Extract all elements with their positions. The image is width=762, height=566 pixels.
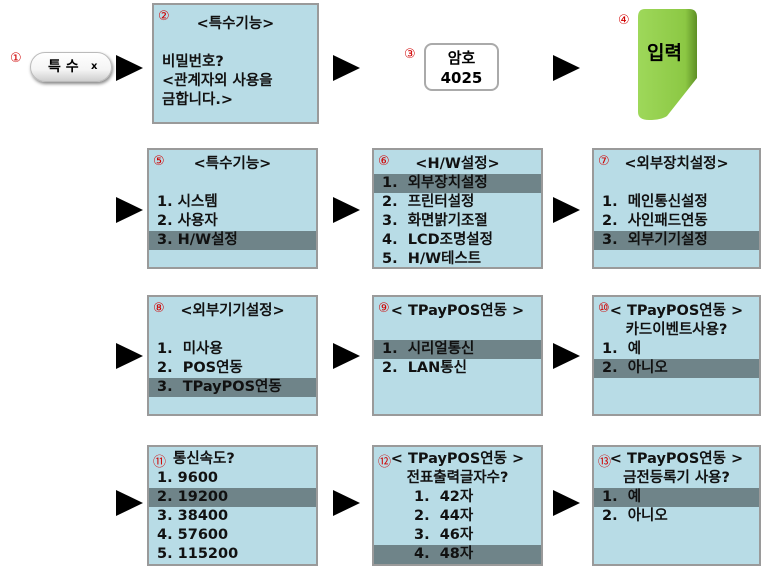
arrow-icon [116, 490, 143, 516]
arrow-icon [333, 490, 360, 516]
menu-item[interactable]: 전표출력글자수? [406, 470, 509, 486]
step-marker-13: ⑬ [598, 455, 612, 470]
menu-item[interactable] [374, 321, 541, 340]
enter-key-button: 입력 [637, 8, 697, 120]
panel-title: <특수기능> [193, 156, 272, 172]
menu-item-selected[interactable]: 1. 외부장치설정 [374, 174, 541, 193]
menu-item[interactable]: 2. 44자 [414, 508, 474, 524]
arrow-icon [333, 197, 360, 223]
enter-key-shape [638, 9, 697, 120]
menu-item[interactable]: 2. 프린터설정 [382, 194, 475, 210]
menu-item[interactable]: 카드이벤트사용? [625, 322, 728, 338]
menu-item[interactable]: 2. 사인패드연동 [602, 213, 708, 229]
menu-item[interactable]: 1. 시스템 [157, 194, 218, 210]
step-marker-1: ① [10, 51, 22, 66]
menu-item[interactable]: 1. 42자 [414, 489, 474, 505]
menu-item[interactable]: 1. 9600 [157, 470, 219, 486]
menu-item[interactable]: 3. 화면밝기조절 [382, 213, 488, 229]
step-marker-5: ⑤ [153, 154, 165, 169]
password-value: 4025 [440, 69, 483, 87]
menu-item-selected[interactable]: 3. H/W설정 [149, 231, 316, 250]
panel-title: <H/W설정> [415, 156, 500, 172]
password-label: 암호 [447, 49, 476, 67]
menu-item[interactable]: 금전등록기 사용? [623, 470, 730, 486]
step-marker-9: ⑨ [378, 301, 390, 316]
panel-line: 비밀번호? [162, 54, 224, 70]
step-marker-6: ⑥ [378, 154, 390, 169]
panel-title: <특수기능> [196, 16, 275, 32]
arrow-icon [333, 343, 360, 369]
menu-item[interactable] [149, 321, 316, 340]
menu-item-selected[interactable]: 2. 19200 [149, 488, 316, 507]
menu-item-selected[interactable]: 2. 아니오 [594, 359, 759, 378]
step-marker-11: ⑪ [153, 455, 167, 470]
panel-title: < TPayPOS연동 > [609, 303, 744, 319]
menu-item[interactable]: 2. POS연동 [157, 360, 243, 376]
panel-title: < TPayPOS연동 > [390, 303, 525, 319]
menu-item-selected[interactable]: 4. 48자 [374, 545, 541, 564]
panel-title: <외부장치설정> [624, 156, 729, 172]
arrow-icon [116, 197, 143, 223]
menu-item[interactable] [149, 174, 316, 193]
step-marker-7: ⑦ [598, 154, 610, 169]
panel-title: < TPayPOS연동 > [390, 451, 525, 467]
arrow-icon [553, 343, 580, 369]
arrow-icon [116, 343, 143, 369]
menu-item-selected[interactable]: 1. 예 [594, 488, 759, 507]
step-marker-12: ⑫ [378, 455, 392, 470]
panel-title: 통신속도? [173, 451, 235, 467]
menu-item[interactable] [594, 174, 759, 193]
step-marker-3: ③ [404, 47, 416, 62]
menu-panel-10: < TPayPOS연동 > 카드이벤트사용? 1. 예 2. 아니오 ⑩ [592, 295, 761, 416]
panel-line: 금합니다.> [162, 92, 234, 108]
panel-line [154, 34, 317, 53]
menu-item[interactable]: 5. H/W테스트 [382, 251, 482, 267]
enter-key-label: 입력 [647, 42, 682, 64]
menu-item[interactable]: 1. 미사용 [157, 341, 223, 357]
menu-item[interactable]: 2. 아니오 [602, 508, 668, 524]
panel-title: <외부기기설정> [180, 303, 285, 319]
menu-item[interactable]: 2. LAN통신 [382, 360, 467, 376]
menu-item-selected[interactable]: 1. 시리얼통신 [374, 340, 541, 359]
panel-line: <관계자외 사용을 [162, 73, 273, 89]
menu-panel-5: <특수기능> 1. 시스템 2. 사용자 3. H/W설정 ⑤ [147, 148, 318, 269]
menu-item[interactable]: 3. 46자 [414, 527, 474, 543]
menu-item[interactable]: 4. LCD조명설정 [382, 232, 493, 248]
menu-item-selected[interactable]: 3. 외부기기설정 [594, 231, 759, 250]
menu-item[interactable]: 4. 57600 [157, 527, 229, 543]
menu-item[interactable]: 1. 예 [602, 341, 642, 357]
menu-item[interactable]: 2. 사용자 [157, 213, 218, 229]
special-key-label: 특 수 [48, 59, 79, 75]
special-key-sub: x [91, 61, 98, 72]
password-prompt-panel: ② <특수기능> 비밀번호? <관계자외 사용을 금합니다.> [152, 3, 319, 124]
arrow-icon [333, 55, 360, 81]
menu-panel-8: <외부기기설정> 1. 미사용 2. POS연동 3. TPayPOS연동 ⑧ [147, 295, 318, 416]
step-marker-4: ④ [618, 13, 630, 28]
arrow-icon [553, 490, 580, 516]
arrow-icon [553, 55, 580, 81]
menu-item[interactable]: 3. 38400 [157, 508, 229, 524]
password-box: 암호 4025 [424, 43, 499, 91]
menu-item[interactable]: 5. 115200 [157, 546, 239, 562]
arrow-icon [116, 55, 143, 81]
menu-panel-7: <외부장치설정> 1. 메인통신설정 2. 사인패드연동 3. 외부기기설정 ⑦ [592, 148, 761, 269]
step-marker-10: ⑩ [598, 301, 610, 316]
special-key-button: 특 수 x [30, 52, 112, 82]
menu-item-selected[interactable]: 3. TPayPOS연동 [149, 378, 316, 397]
step-marker-2: ② [158, 9, 170, 24]
menu-panel-12: < TPayPOS연동 > 전표출력글자수? 1. 42자 2. 44자 3. 46자 4… [372, 445, 543, 566]
arrow-icon [553, 197, 580, 223]
step-marker-8: ⑧ [153, 301, 165, 316]
menu-item[interactable]: 1. 메인통신설정 [602, 194, 708, 210]
panel-title: < TPayPOS연동 > [609, 451, 744, 467]
